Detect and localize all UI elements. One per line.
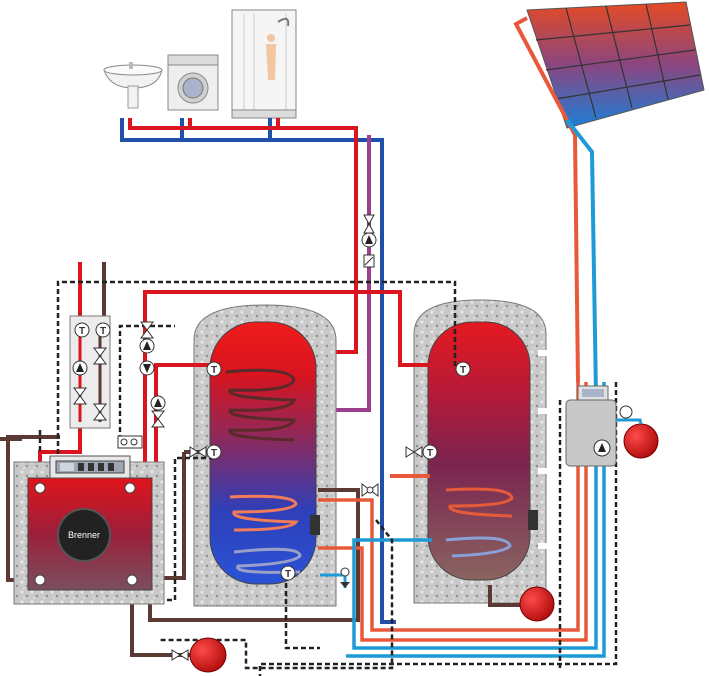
solar-tank-pipes (318, 382, 606, 658)
circulation-pump-icon (361, 214, 377, 268)
solar-hot-pipe (513, 16, 580, 383)
boiler-control-icon (55, 460, 125, 474)
solar-cold-pipe (565, 118, 598, 396)
thermometer-icon: T T T T T T T (74, 322, 471, 581)
svg-text:T: T (211, 448, 217, 459)
storage-tank-2 (413, 299, 550, 604)
solar-controller-icon (565, 385, 643, 467)
boiler: Brenner (13, 455, 165, 605)
svg-text:T: T (79, 326, 85, 337)
storage-tank-1 (193, 304, 337, 607)
shower-icon (231, 9, 297, 119)
valve-icon (171, 446, 423, 661)
mixing-pumps (117, 321, 166, 449)
burner-label: Brenner (68, 530, 100, 540)
drain-fitting (320, 567, 350, 588)
svg-text:T: T (211, 365, 217, 376)
expansion-vessel-icon (189, 423, 659, 673)
sensor-cables (38, 280, 618, 676)
svg-text:T: T (285, 569, 291, 580)
boiler-housing (0, 437, 22, 441)
washbasin-icon (103, 62, 163, 109)
svg-text:T: T (100, 326, 106, 337)
solar-panel-icon (526, 1, 705, 129)
svg-text:T: T (460, 365, 466, 376)
washing-machine-icon (167, 54, 219, 111)
svg-text:T: T (427, 448, 433, 459)
